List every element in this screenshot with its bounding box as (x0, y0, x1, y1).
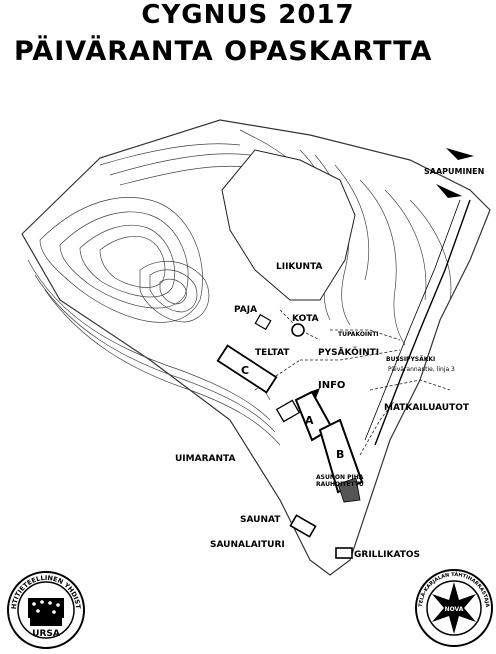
building-paja (254, 313, 272, 331)
label-bussi-route: Päivärannantie, linja 3 (388, 366, 455, 373)
label-teltat: TELTAT (255, 348, 290, 358)
label-matkailuautot: MATKAILUAUTOT (384, 403, 470, 413)
label-saunat: SAUNAT (240, 515, 281, 525)
contour-lines (27, 129, 452, 446)
road (374, 199, 471, 446)
label-kota: KOTA (292, 314, 319, 324)
label-tupakointi: TUPAKOINTI (338, 331, 379, 338)
arrival-arrow-top (446, 148, 474, 160)
label-info: INFO (318, 380, 346, 391)
nova-emblem-icon: ETELÄ-KARJALAN TÄHTIHARRASTAJAT NOVA (412, 564, 493, 647)
label-saapuminen: SAAPUMINEN (424, 167, 485, 176)
nova-logo: ETELÄ-KARJALAN TÄHTIHARRASTAJAT NOVA (412, 564, 494, 648)
building-c (216, 344, 278, 394)
info-arrow (310, 388, 320, 398)
label-saunalaituri: SAUNALAITURI (210, 540, 285, 550)
label-building-a: A (305, 414, 314, 427)
road-edge (364, 199, 461, 441)
label-paja: PAJA (234, 305, 258, 315)
label-building-b: B (336, 448, 345, 461)
quiet-yard-area (337, 477, 361, 503)
map-title-line2: PÄIVÄRANTA OPASKARTTA (14, 36, 433, 67)
label-building-c: C (241, 364, 250, 377)
label-asunon-piha: ASUNON PIHA (316, 474, 364, 481)
label-rauhoitettu: RAUHOITETTU (316, 481, 364, 488)
ursa-emblem-icon: TÄHTITIETEELLINEN YHDISTYS URSA (3, 563, 85, 649)
nova-name: NOVA (445, 606, 464, 613)
label-bussipysakki: BUSSIPYSÄKKI (386, 356, 436, 363)
sports-field (221, 149, 356, 301)
ursa-logo: TÄHTITIETEELLINEN YHDISTYS URSA (3, 563, 86, 650)
area-boundary (21, 119, 491, 576)
ursa-name: URSA (32, 629, 60, 639)
label-pysakointi: PYSÄKÖINTI (318, 348, 380, 358)
map-title-line1: CYGNUS 2017 (141, 0, 355, 30)
building-b (318, 418, 364, 494)
arrival-arrow-bottom (436, 184, 462, 198)
label-grillikatos: GRILLIKATOS (354, 550, 420, 560)
saunat-building (289, 514, 317, 538)
info-building (275, 399, 301, 423)
label-liikunta: LIIKUNTA (276, 262, 323, 272)
label-uimaranta: UIMARANTA (175, 454, 236, 464)
grillikatos-building (335, 547, 353, 559)
kota-hut (291, 323, 305, 337)
